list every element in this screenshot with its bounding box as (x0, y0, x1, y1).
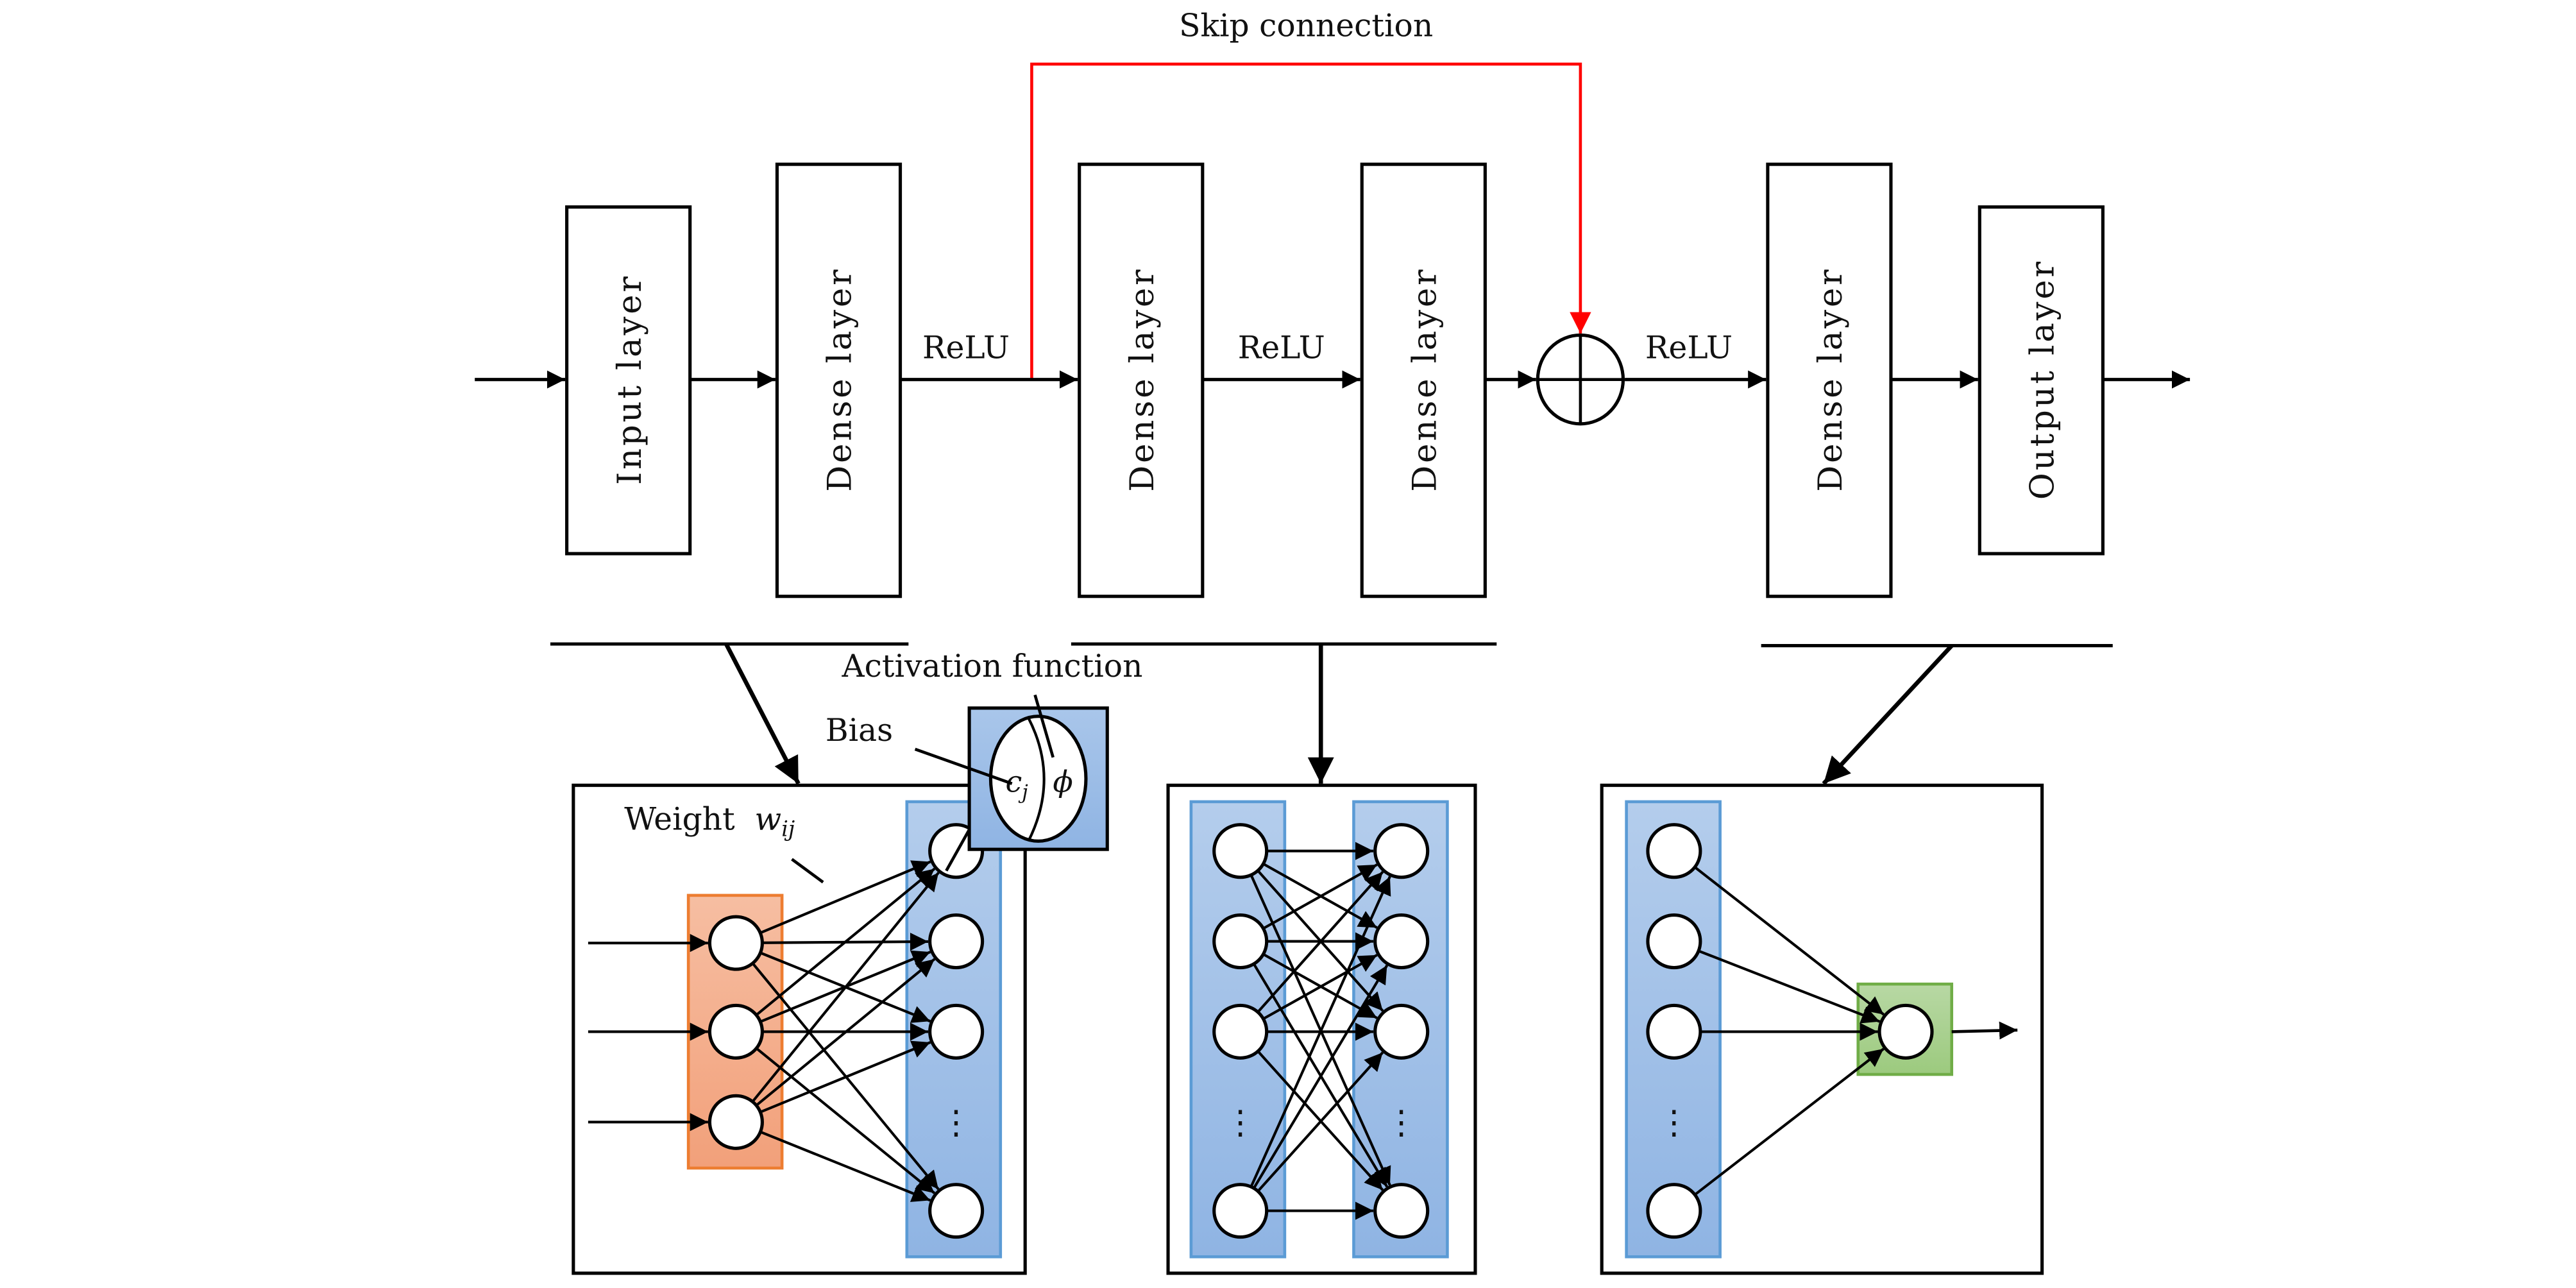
activation-label-3: ReLU (1645, 330, 1733, 366)
hidden-neuron (1646, 1003, 1702, 1060)
hidden-neuron (1646, 1183, 1702, 1239)
skip-connection-line (1030, 62, 1591, 380)
right-ellipsis: ⋮ (1657, 1103, 1690, 1142)
weight-edge (1262, 863, 1378, 930)
activation-pointer (1033, 694, 1055, 758)
hidden-neuron (928, 1183, 985, 1239)
weight-subscript: ij (781, 817, 795, 842)
hidden-neuron (1212, 823, 1269, 879)
left-weight-edges (588, 860, 940, 1202)
layer-dense-4: Dense layer (1766, 162, 1893, 598)
hidden-neuron (1646, 823, 1702, 879)
callout-arrow-left (724, 643, 801, 785)
hidden-neuron (1373, 913, 1430, 970)
hidden-neuron (1212, 913, 1269, 970)
callout-arrow-right (1822, 644, 1954, 785)
layer-output: Output layer (1978, 205, 2105, 555)
hidden-neuron (1373, 1003, 1430, 1060)
right-neurons (1646, 823, 1934, 1239)
layer-dense-4-label: Dense layer (1811, 267, 1850, 492)
layer-input-label: Input layer (611, 274, 649, 485)
left-neurons (708, 823, 985, 1239)
layer-dense-3: Dense layer (1360, 162, 1487, 598)
weight-label-text: Weight (624, 801, 735, 837)
weight-symbol: w (755, 801, 782, 837)
output-neuron (1877, 1003, 1934, 1060)
middle-left-ellipsis: ⋮ (1224, 1103, 1257, 1142)
layer-dense-2: Dense layer (1078, 162, 1205, 598)
detail-panel-dense-output: ⋮ (1600, 783, 2044, 1275)
weight-edge (1262, 954, 1378, 1021)
hidden-neuron (1212, 1183, 1269, 1239)
weight-edge (1693, 866, 1885, 1016)
hidden-neuron (1373, 1183, 1430, 1239)
bias-label: Bias (826, 713, 893, 749)
weight-edge (759, 1040, 931, 1114)
layer-dense-1: Dense layer (775, 162, 902, 598)
neuron-magnified-icon (988, 715, 1088, 843)
middle-weight-edges (1250, 842, 1391, 1220)
hidden-neuron (1646, 913, 1702, 970)
detail-panel-dense-dense: ⋮ ⋮ (1166, 783, 1477, 1275)
input-neuron (708, 915, 764, 971)
layer-dense-1-label: Dense layer (821, 267, 860, 492)
weight-pointer (791, 858, 824, 884)
weight-edge (1694, 1047, 1885, 1196)
input-neuron (708, 1094, 764, 1150)
skip-connection-label: Skip connection (1179, 8, 1433, 44)
middle-neurons (1212, 823, 1430, 1239)
hidden-neuron (928, 1003, 985, 1060)
weight-edge (1250, 876, 1391, 1188)
magnify-pointer (945, 829, 971, 872)
top-pipeline: Skip connection Input layer Dense layer … (475, 8, 2190, 598)
weight-label: Weight wij (624, 801, 795, 841)
hidden-neuron (1212, 1003, 1269, 1060)
bias-pointer (914, 747, 1013, 785)
weight-edge (755, 867, 936, 1017)
left-ellipsis: ⋮ (940, 1103, 972, 1142)
activation-symbol: ϕ (1053, 765, 1072, 799)
hidden-neuron (1373, 823, 1430, 879)
weight-edge (759, 1130, 931, 1202)
input-neuron (708, 1003, 764, 1060)
hidden-neuron (928, 913, 985, 970)
layer-input: Input layer (565, 205, 692, 555)
right-weight-edges (1693, 866, 1885, 1196)
weight-edge (759, 860, 931, 935)
activation-label-1: ReLU (922, 330, 1010, 366)
weight-edge (1257, 870, 1384, 1013)
middle-right-ellipsis: ⋮ (1385, 1103, 1418, 1142)
layer-dense-2-label: Dense layer (1123, 267, 1162, 492)
weight-edge (1257, 1051, 1384, 1192)
weight-edge (755, 958, 936, 1106)
detail-panel-input-dense: ⋮ Weight wij cj ϕ Activation function Bi… (572, 648, 1143, 1275)
activation-function-label: Activation function (842, 648, 1143, 684)
sum-node-icon (1536, 333, 1625, 426)
weight-edge (751, 872, 940, 1103)
weight-edge (1252, 964, 1389, 1189)
activation-label-2: ReLU (1238, 330, 1325, 366)
weight-edge (1698, 949, 1881, 1024)
callouts (550, 642, 2113, 785)
final-output-arrow (1951, 1021, 2018, 1040)
layer-output-label: Output layer (2024, 259, 2062, 500)
layer-dense-3-label: Dense layer (1406, 267, 1445, 492)
weight-edge (755, 1047, 936, 1194)
